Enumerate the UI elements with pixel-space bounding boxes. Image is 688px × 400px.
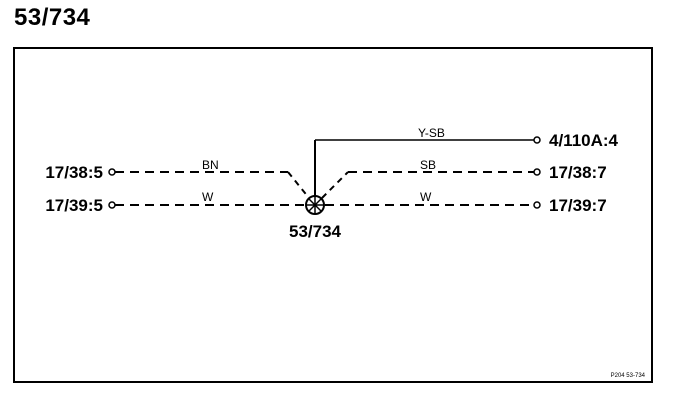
- terminal-label-17-38-5: 17/38:5: [45, 163, 103, 182]
- terminal-label-17-39-7: 17/39:7: [549, 196, 607, 215]
- wire-color-label-w-right: W: [420, 190, 432, 204]
- wire-color-label-sb: SB: [420, 158, 436, 172]
- wire-left-top: [108, 168, 310, 199]
- terminal-label-4-110a-4: 4/110A:4: [549, 131, 619, 150]
- terminal-right-middle-icon: [533, 168, 541, 176]
- page-title: 53/734: [14, 4, 91, 31]
- terminal-right-bottom-icon: [533, 201, 541, 209]
- wire-right-middle: [321, 168, 541, 199]
- terminal-label-17-39-5: 17/39:5: [45, 196, 103, 215]
- figure-reference: P204 53-734: [611, 373, 646, 379]
- wire-color-label-y-sb: Y-SB: [418, 126, 445, 140]
- splice-icon: [305, 195, 325, 215]
- wire-right-top: [314, 136, 541, 196]
- terminal-left-bottom-icon: [108, 201, 116, 209]
- diagram-frame: [13, 47, 653, 383]
- wire-left-bottom: [108, 201, 306, 209]
- wire-color-label-bn: BN: [202, 158, 219, 172]
- terminal-left-top-icon: [108, 168, 116, 176]
- terminal-right-top-icon: [533, 136, 541, 144]
- splice-label: 53/734: [289, 222, 342, 241]
- terminal-label-17-38-7: 17/38:7: [549, 163, 607, 182]
- wire-color-label-w-left: W: [202, 190, 214, 204]
- wire-right-bottom: [325, 201, 541, 209]
